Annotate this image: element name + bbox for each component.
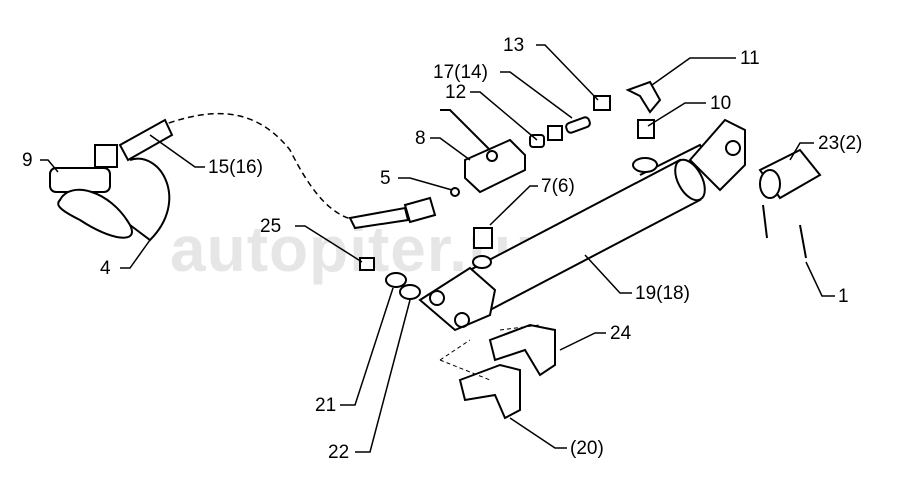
- ball-valve-8: [440, 109, 526, 194]
- callout-10: 10: [710, 93, 732, 114]
- pivot-pin-24: [488, 323, 556, 377]
- callout-25: 25: [260, 216, 282, 237]
- callout-7-6: 7(6): [541, 176, 575, 197]
- callout-19-18: 19(18): [635, 283, 690, 304]
- callout-1: 1: [838, 286, 849, 307]
- hydraulic-cylinder: [418, 118, 746, 332]
- callout-5: 5: [380, 168, 391, 189]
- callout-12: 12: [445, 82, 467, 103]
- callout-13: 13: [503, 35, 525, 56]
- callout-22: 22: [328, 442, 350, 463]
- pin-23: [758, 148, 822, 259]
- callout-23-2: 23(2): [818, 133, 863, 154]
- quick-coupler-9: [49, 118, 174, 193]
- callout-21: 21: [315, 395, 337, 416]
- callout-4: 4: [100, 258, 111, 279]
- hose-line: [149, 112, 356, 221]
- callout-9: 9: [22, 150, 33, 171]
- callout-24: 24: [610, 323, 632, 344]
- callout-17-14: 17(14): [433, 62, 488, 83]
- callout-8: 8: [415, 128, 426, 149]
- callout-11: 11: [740, 48, 760, 69]
- dust-cap-4: [57, 157, 171, 242]
- pivot-pin-20: [458, 363, 521, 420]
- callout-20: (20): [570, 438, 604, 459]
- callout-15-16: 15(16): [208, 157, 263, 178]
- leader-lines: [40, 44, 835, 453]
- fittings: [348, 80, 662, 300]
